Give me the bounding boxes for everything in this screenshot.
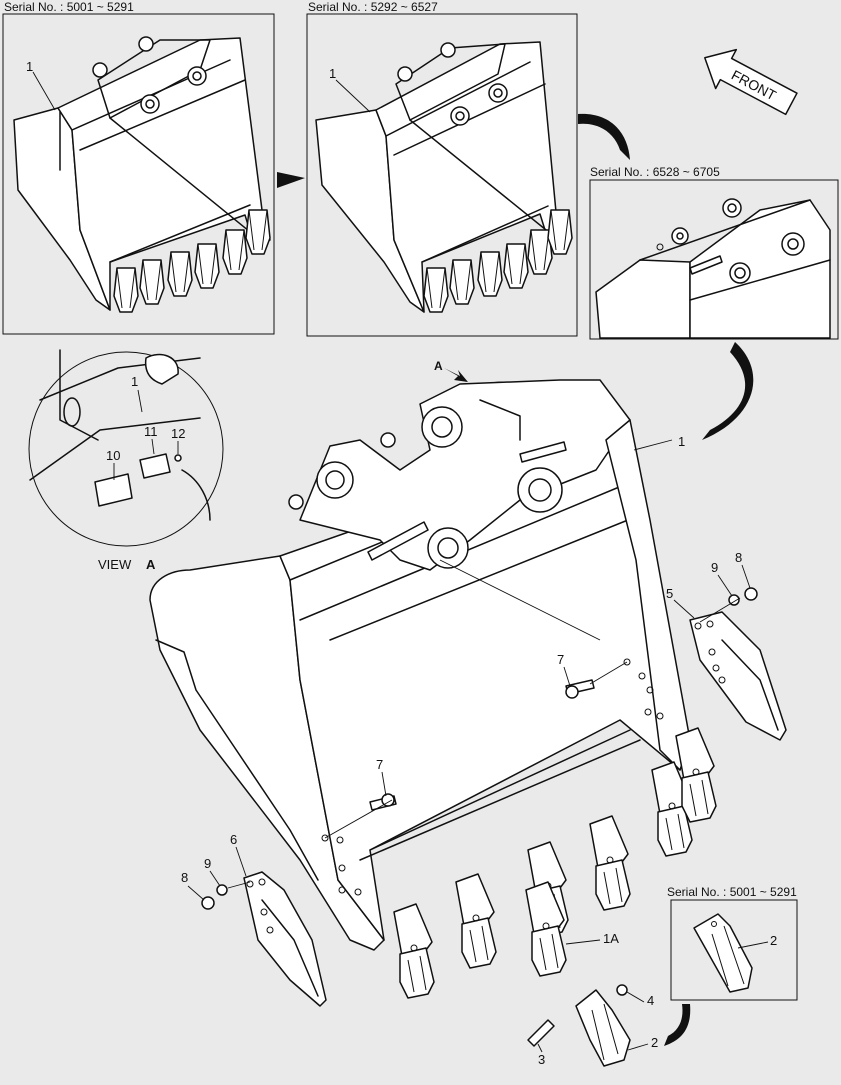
callout-view-11: 11: [144, 424, 158, 439]
bolt-7-upper: [565, 679, 595, 699]
pin-3: [527, 1019, 555, 1047]
tooth-4: [589, 815, 631, 911]
panel-serial-5292-6527: Serial No. : 5292 ~ 6527 1: [306, 0, 578, 337]
bolt-7-lower: [369, 793, 397, 811]
curved-arrow-icon: [578, 113, 630, 160]
nut-8-right: [744, 587, 758, 601]
callout-part-9-left: 9: [204, 856, 211, 871]
callout-view-12: 12: [171, 426, 185, 441]
callout-part-1A: 1A: [603, 931, 619, 946]
main-bucket-drawing: A: [149, 359, 717, 999]
washer-9-left: [216, 884, 228, 896]
callout-part-4: 4: [647, 993, 654, 1008]
tooth-point-2: [575, 989, 631, 1067]
callout-part-8-left: 8: [181, 870, 188, 885]
tooth-1: [393, 903, 435, 999]
plate-11: [139, 453, 171, 479]
callout-part-7-upper: 7: [557, 652, 564, 667]
curved-arrow-icon: [664, 1004, 691, 1046]
bucket-closeup-c: [595, 198, 831, 339]
side-cutter-left-6: [243, 871, 327, 1007]
callout-bucket-1: 1: [678, 434, 685, 449]
serial-label-panel-b: Serial No. : 5292 ~ 6527: [308, 0, 438, 14]
serial-label-panel-c: Serial No. : 6528 ~ 6705: [590, 165, 720, 179]
front-arrow-icon: FRONT: [704, 48, 798, 116]
panel-serial-6528-6705: Serial No. : 6528 ~ 6705: [589, 165, 839, 340]
side-cutter-right-5: [689, 611, 787, 741]
sequence-arrow-icon: [277, 172, 305, 188]
panel-serial-5001-5291-tooth: Serial No. : 5001 ~ 5291 2: [667, 885, 798, 1001]
callout-panel-d-2: 2: [770, 933, 777, 948]
view-letter: A: [146, 557, 156, 572]
serial-label-panel-d: Serial No. : 5001 ~ 5291: [667, 885, 797, 899]
view-label: VIEW: [98, 557, 132, 572]
panel-serial-5001-5291: Serial No. : 5001 ~ 5291 1: [2, 0, 275, 335]
callout-view-10: 10: [106, 448, 120, 463]
callout-part-5: 5: [666, 586, 673, 601]
callout-part-9-right: 9: [711, 560, 718, 575]
callout-part-8-right: 8: [735, 550, 742, 565]
callout-part-7-lower: 7: [376, 757, 383, 772]
rivet-12: [174, 454, 182, 462]
bucket-drawing-b: [315, 41, 573, 313]
curved-arrow-icon: [702, 342, 754, 440]
callout-part-2: 2: [651, 1035, 658, 1050]
view-direction-arrow-icon: [444, 368, 468, 382]
bucket-drawing-a: [13, 36, 271, 313]
washer-9-right: [728, 594, 740, 606]
tooth-point-old-style: [693, 913, 753, 993]
nut-8-left: [201, 896, 215, 910]
callout-view-1: 1: [131, 374, 138, 389]
serial-label-panel-a: Serial No. : 5001 ~ 5291: [4, 0, 134, 14]
callout-panel-a-1: 1: [26, 59, 33, 74]
view-a-detail: 1 10 11 12 VIEW A: [28, 349, 224, 572]
view-arrow-letter: A: [434, 359, 443, 373]
callout-panel-b-1: 1: [329, 66, 336, 81]
callout-part-6: 6: [230, 832, 237, 847]
tooth-2: [455, 873, 497, 969]
callout-part-3: 3: [538, 1052, 545, 1067]
plate-10: [94, 473, 133, 507]
lock-4: [616, 984, 628, 996]
